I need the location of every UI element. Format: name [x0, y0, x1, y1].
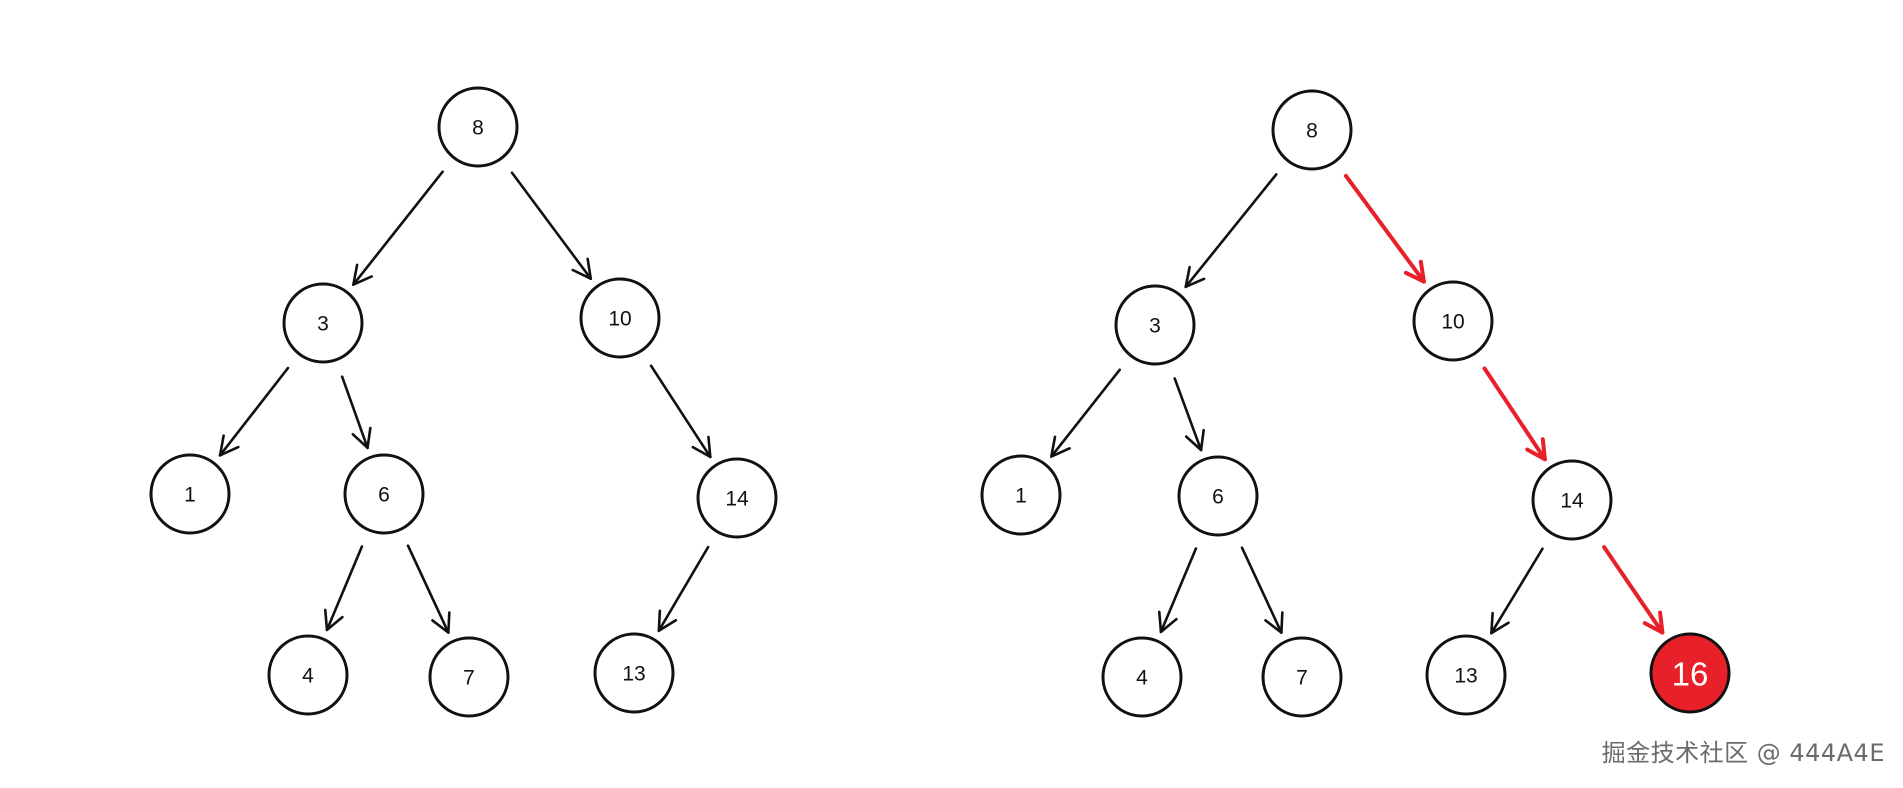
node-label: 6	[1212, 486, 1224, 509]
node-circle	[696, 457, 778, 539]
node-circle	[980, 454, 1062, 536]
edge-m6-m7	[1240, 546, 1284, 634]
node-label: 1	[184, 484, 196, 507]
node-label: 8	[472, 117, 484, 140]
tree-node-after-7: 7	[1261, 636, 1343, 718]
node-circle	[1425, 634, 1507, 716]
node-circle	[267, 634, 349, 716]
tree-node-before-4: 4	[267, 634, 349, 716]
edge-n3-n6	[340, 375, 372, 450]
node-circle	[1101, 636, 1183, 718]
tree-node-after-8: 8	[1271, 89, 1353, 171]
node-circle	[593, 632, 675, 714]
node-circle	[1271, 89, 1353, 171]
node-label: 10	[1441, 311, 1464, 334]
tree-node-after-6: 6	[1177, 455, 1259, 537]
edges-layer	[218, 170, 1665, 635]
tree-node-before-3: 3	[282, 282, 364, 364]
edge-m10-m14	[1482, 366, 1547, 462]
node-circle	[1412, 280, 1494, 362]
edge-m8-m10	[1343, 173, 1426, 284]
edge-m14-m16	[1602, 545, 1665, 635]
tree-node-after-14: 14	[1531, 459, 1613, 541]
tree-node-before-13: 13	[593, 632, 675, 714]
edge-m3-m6	[1173, 377, 1205, 452]
node-circle	[149, 453, 231, 535]
tree-node-before-10: 10	[579, 277, 661, 359]
node-circle	[579, 277, 661, 359]
edge-n6-n4	[323, 545, 364, 632]
tree-node-before-1: 1	[149, 453, 231, 535]
tree-node-after-4: 4	[1101, 636, 1183, 718]
node-circle	[1649, 632, 1731, 714]
node-label: 10	[608, 308, 631, 331]
edge-n3-n1	[218, 366, 290, 457]
tree-node-before-14: 14	[696, 457, 778, 539]
node-circle	[1261, 636, 1343, 718]
edge-n10-n14	[649, 364, 712, 459]
node-label: 16	[1672, 656, 1709, 693]
node-circle	[343, 453, 425, 535]
edge-n8-n10	[510, 171, 593, 280]
tree-node-after-13: 13	[1425, 634, 1507, 716]
node-label: 4	[1136, 667, 1148, 690]
node-circle	[1177, 455, 1259, 537]
node-circle	[437, 86, 519, 168]
edge-m6-m4	[1157, 547, 1198, 634]
node-circle	[428, 636, 510, 718]
node-label: 13	[622, 663, 645, 686]
watermark: 掘金技术社区 @ 444A4E	[1601, 739, 1885, 767]
edge-n14-n13	[657, 545, 710, 633]
edge-n6-n7	[406, 544, 451, 634]
tree-node-after-16: 16	[1649, 632, 1731, 714]
node-label: 7	[463, 667, 475, 690]
node-label: 14	[725, 488, 749, 511]
node-circle	[1531, 459, 1613, 541]
edge-n8-n3	[352, 170, 444, 286]
edge-m3-m1	[1050, 368, 1122, 458]
tree-node-before-6: 6	[343, 453, 425, 535]
node-label: 1	[1015, 485, 1027, 508]
tree-node-after-10: 10	[1412, 280, 1494, 362]
node-label: 13	[1454, 665, 1477, 688]
node-label: 3	[1149, 315, 1161, 338]
tree-node-before-8: 8	[437, 86, 519, 168]
tree-node-after-1: 1	[980, 454, 1062, 536]
node-circle	[1114, 284, 1196, 366]
tree-node-after-3: 3	[1114, 284, 1196, 366]
node-label: 8	[1306, 120, 1318, 143]
node-label: 6	[378, 484, 390, 507]
node-label: 4	[302, 665, 314, 688]
node-circle	[282, 282, 364, 364]
tree-node-before-7: 7	[428, 636, 510, 718]
node-label: 14	[1560, 490, 1584, 513]
node-label: 3	[317, 313, 329, 336]
edge-m14-m13	[1490, 547, 1544, 635]
node-label: 7	[1296, 667, 1308, 690]
edge-m8-m3	[1184, 173, 1278, 289]
